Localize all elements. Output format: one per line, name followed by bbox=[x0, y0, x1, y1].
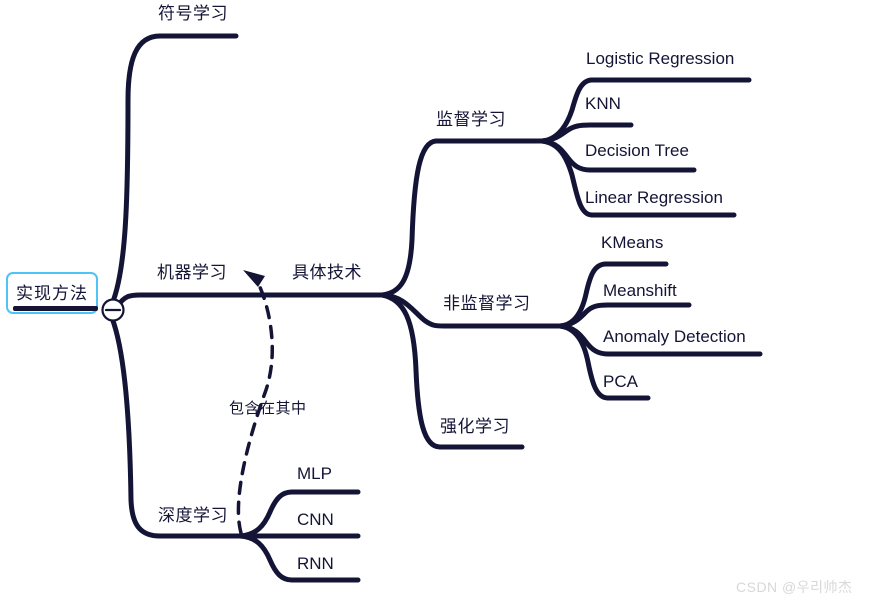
node-label-meanshift[interactable]: Meanshift bbox=[603, 281, 677, 300]
connector-ml-to-unsupervised bbox=[379, 292, 447, 329]
node-label-deep-learning[interactable]: 深度学习 bbox=[158, 506, 228, 525]
relation-label[interactable]: 包含在其中 bbox=[229, 400, 307, 417]
connector-ml-to-reinforcement bbox=[379, 292, 443, 450]
connector-root-to-machine-learning bbox=[115, 292, 385, 309]
node-label-kmeans[interactable]: KMeans bbox=[601, 233, 664, 252]
node-label-reinforcement[interactable]: 强化学习 bbox=[440, 417, 510, 436]
node-label-unsupervised[interactable]: 非监督学习 bbox=[443, 294, 531, 313]
connector-supervised-to-linear-regression bbox=[539, 138, 595, 218]
node-label-rnn[interactable]: RNN bbox=[297, 554, 334, 573]
node-label-knn[interactable]: KNN bbox=[585, 94, 621, 113]
connector-supervised-to-knn bbox=[539, 122, 593, 144]
node-label-mlp[interactable]: MLP bbox=[297, 464, 332, 483]
watermark: CSDN @우리帅杰 bbox=[736, 579, 853, 595]
node-label-anomaly-detection[interactable]: Anomaly Detection bbox=[603, 327, 746, 346]
connector-deep-learning-to-rnn bbox=[237, 533, 295, 583]
connector-unsupervised-to-pca bbox=[557, 323, 611, 401]
node-label-supervised[interactable]: 监督学习 bbox=[436, 110, 506, 129]
node-label-logistic-regression[interactable]: Logistic Regression bbox=[586, 49, 735, 68]
relation-dashed-curve bbox=[236, 275, 274, 535]
connector-ml-to-supervised bbox=[379, 138, 439, 298]
connector-root-to-symbolic bbox=[109, 33, 163, 307]
node-label-pca[interactable]: PCA bbox=[603, 372, 638, 391]
connector-deep-learning-to-mlp bbox=[237, 489, 295, 539]
node-label-decision-tree[interactable]: Decision Tree bbox=[585, 141, 689, 160]
root-node-label: 实现方法 bbox=[16, 284, 88, 303]
node-label-machine-learning[interactable]: 机器学习 bbox=[157, 263, 227, 282]
node-label-symbolic[interactable]: 符号学习 bbox=[158, 4, 228, 23]
connector-root-to-deep-learning bbox=[109, 315, 163, 539]
root-node-underline bbox=[13, 306, 98, 311]
node-label-cnn[interactable]: CNN bbox=[297, 510, 334, 529]
node-label-linear-regression[interactable]: Linear Regression bbox=[585, 188, 723, 207]
node-label-specific-tech[interactable]: 具体技术 bbox=[292, 263, 362, 282]
relation-arrowhead bbox=[243, 270, 265, 287]
connector-unsupervised-to-meanshift bbox=[557, 302, 611, 329]
